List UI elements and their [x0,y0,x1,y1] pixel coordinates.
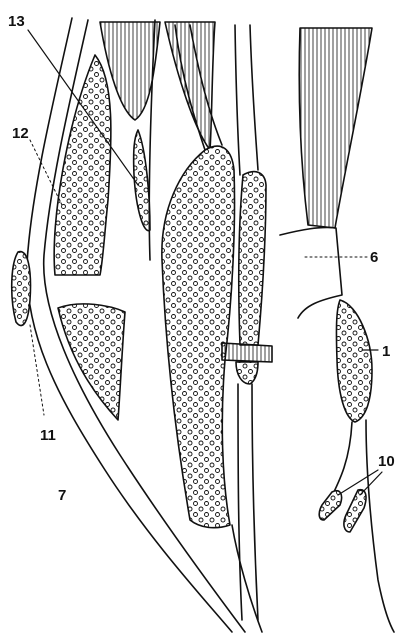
stippled-tube-lower [236,362,258,384]
stippled-region-12 [54,55,111,275]
tendon-line-d [235,25,240,175]
stippled-region-central [162,146,235,528]
label-7: 7 [58,487,66,504]
nerve-line-b [366,420,394,632]
stippled-region-1 [336,300,372,422]
stippled-bud-10b [344,490,366,532]
muscle-fibers-top-center [165,22,215,150]
label-6: 6 [370,249,378,266]
stippled-region-lower-left [58,304,125,420]
label-10: 10 [378,453,395,470]
leader-10b [360,472,382,495]
stippled-tube-right [239,172,266,345]
label-1: 1 [382,343,390,360]
stippled-strip-13 [134,130,150,231]
band-clamp [222,343,272,362]
label-11: 11 [40,427,56,444]
muscle-fibers-right [299,28,372,228]
tendon-line-e [250,25,258,170]
label-13: 13 [8,13,25,30]
stippled-nodule-11 [12,252,31,326]
tube-line-right [252,384,258,620]
label-12: 12 [12,125,29,142]
tube-line-left [238,384,242,620]
tendon-segment-6 [280,227,342,318]
